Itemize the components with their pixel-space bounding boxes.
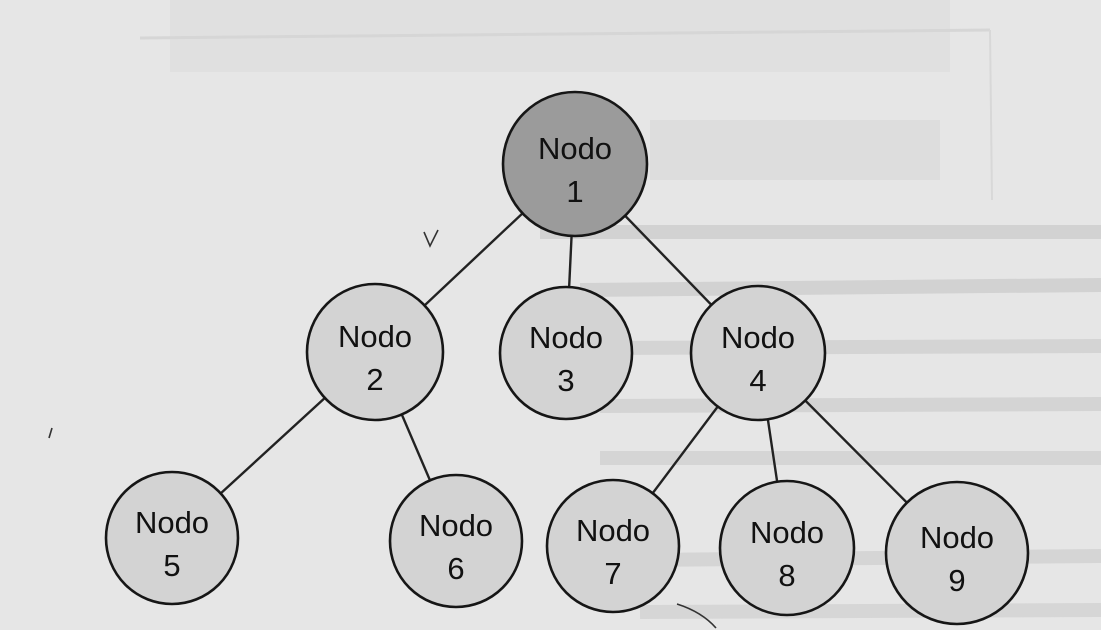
- node-label: Nodo: [721, 320, 795, 355]
- node-number: 6: [447, 551, 464, 586]
- tree-node-3: Nodo 3: [498, 285, 634, 421]
- node-number: 4: [749, 363, 766, 398]
- tree-node-9: Nodo 9: [884, 480, 1030, 626]
- node-number: 2: [366, 362, 383, 397]
- tree-node-8: Nodo 8: [718, 479, 856, 617]
- node-label: Nodo: [338, 319, 412, 354]
- tree-node-5: Nodo 5: [104, 470, 240, 606]
- node-label: Nodo: [920, 520, 994, 555]
- node-number: 3: [557, 363, 574, 398]
- tree-nodes: Nodo1Nodo2Nodo3Nodo4Nodo5Nodo6Nodo7Nodo8…: [104, 90, 1030, 626]
- node-circle: [305, 282, 445, 422]
- node-circle: [498, 285, 634, 421]
- node-circle: [718, 479, 856, 617]
- node-circle: [388, 473, 524, 609]
- node-number: 7: [604, 556, 621, 591]
- pencil-marks: [48, 229, 717, 629]
- node-label: Nodo: [750, 515, 824, 550]
- node-label: Nodo: [576, 513, 650, 548]
- tree-node-6: Nodo 6: [388, 473, 524, 609]
- node-number: 1: [566, 174, 583, 209]
- node-circle: [884, 480, 1030, 626]
- node-label: Nodo: [419, 508, 493, 543]
- node-label: Nodo: [529, 320, 603, 355]
- node-circle: [501, 90, 649, 238]
- tree-node-4: Nodo 4: [689, 284, 827, 422]
- node-circle: [104, 470, 240, 606]
- background-page-texture: [139, 0, 1101, 619]
- tree-node-2: Nodo 2: [305, 282, 445, 422]
- node-label: Nodo: [538, 131, 612, 166]
- node-circle: [545, 478, 681, 614]
- node-number: 8: [778, 558, 795, 593]
- node-label: Nodo: [135, 505, 209, 540]
- tree-node-1: Nodo 1: [501, 90, 649, 238]
- node-number: 9: [948, 563, 965, 598]
- tree-node-7: Nodo 7: [545, 478, 681, 614]
- node-circle: [689, 284, 827, 422]
- node-number: 5: [163, 548, 180, 583]
